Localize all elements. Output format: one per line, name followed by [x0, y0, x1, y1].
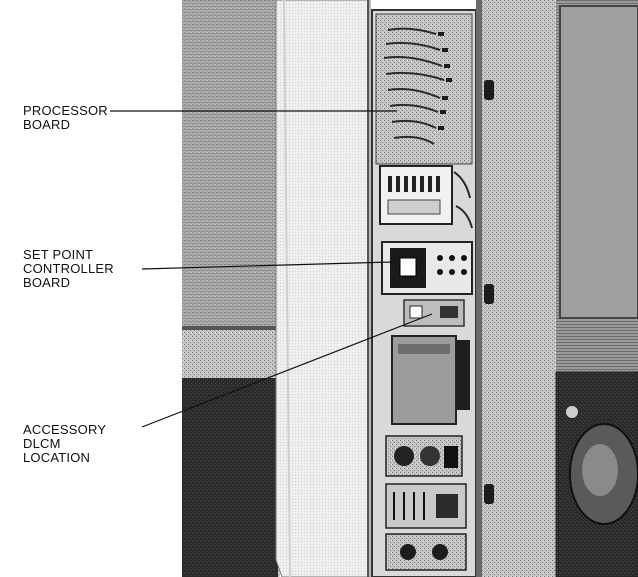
- processor-board-label: PROCESSOR BOARD: [23, 103, 108, 132]
- leader-setpoint: [141, 261, 393, 270]
- hinge: [484, 80, 494, 100]
- hinge: [484, 284, 494, 304]
- leader-lines: [110, 110, 433, 428]
- processor-board-wiring: [383, 27, 445, 145]
- open-door-panel: [275, 0, 371, 577]
- terminal-block: [379, 165, 453, 225]
- left-grille: [182, 0, 278, 330]
- lower-left-opening: [182, 378, 278, 577]
- hinge: [484, 484, 494, 504]
- set-point-controller-board-label: SET POINT CONTROLLER BOARD: [23, 247, 114, 290]
- leader-dlcm: [141, 313, 433, 428]
- accessory-dlcm-location-label: ACCESSORY DLCM LOCATION: [23, 422, 107, 465]
- lower-components: [385, 435, 467, 571]
